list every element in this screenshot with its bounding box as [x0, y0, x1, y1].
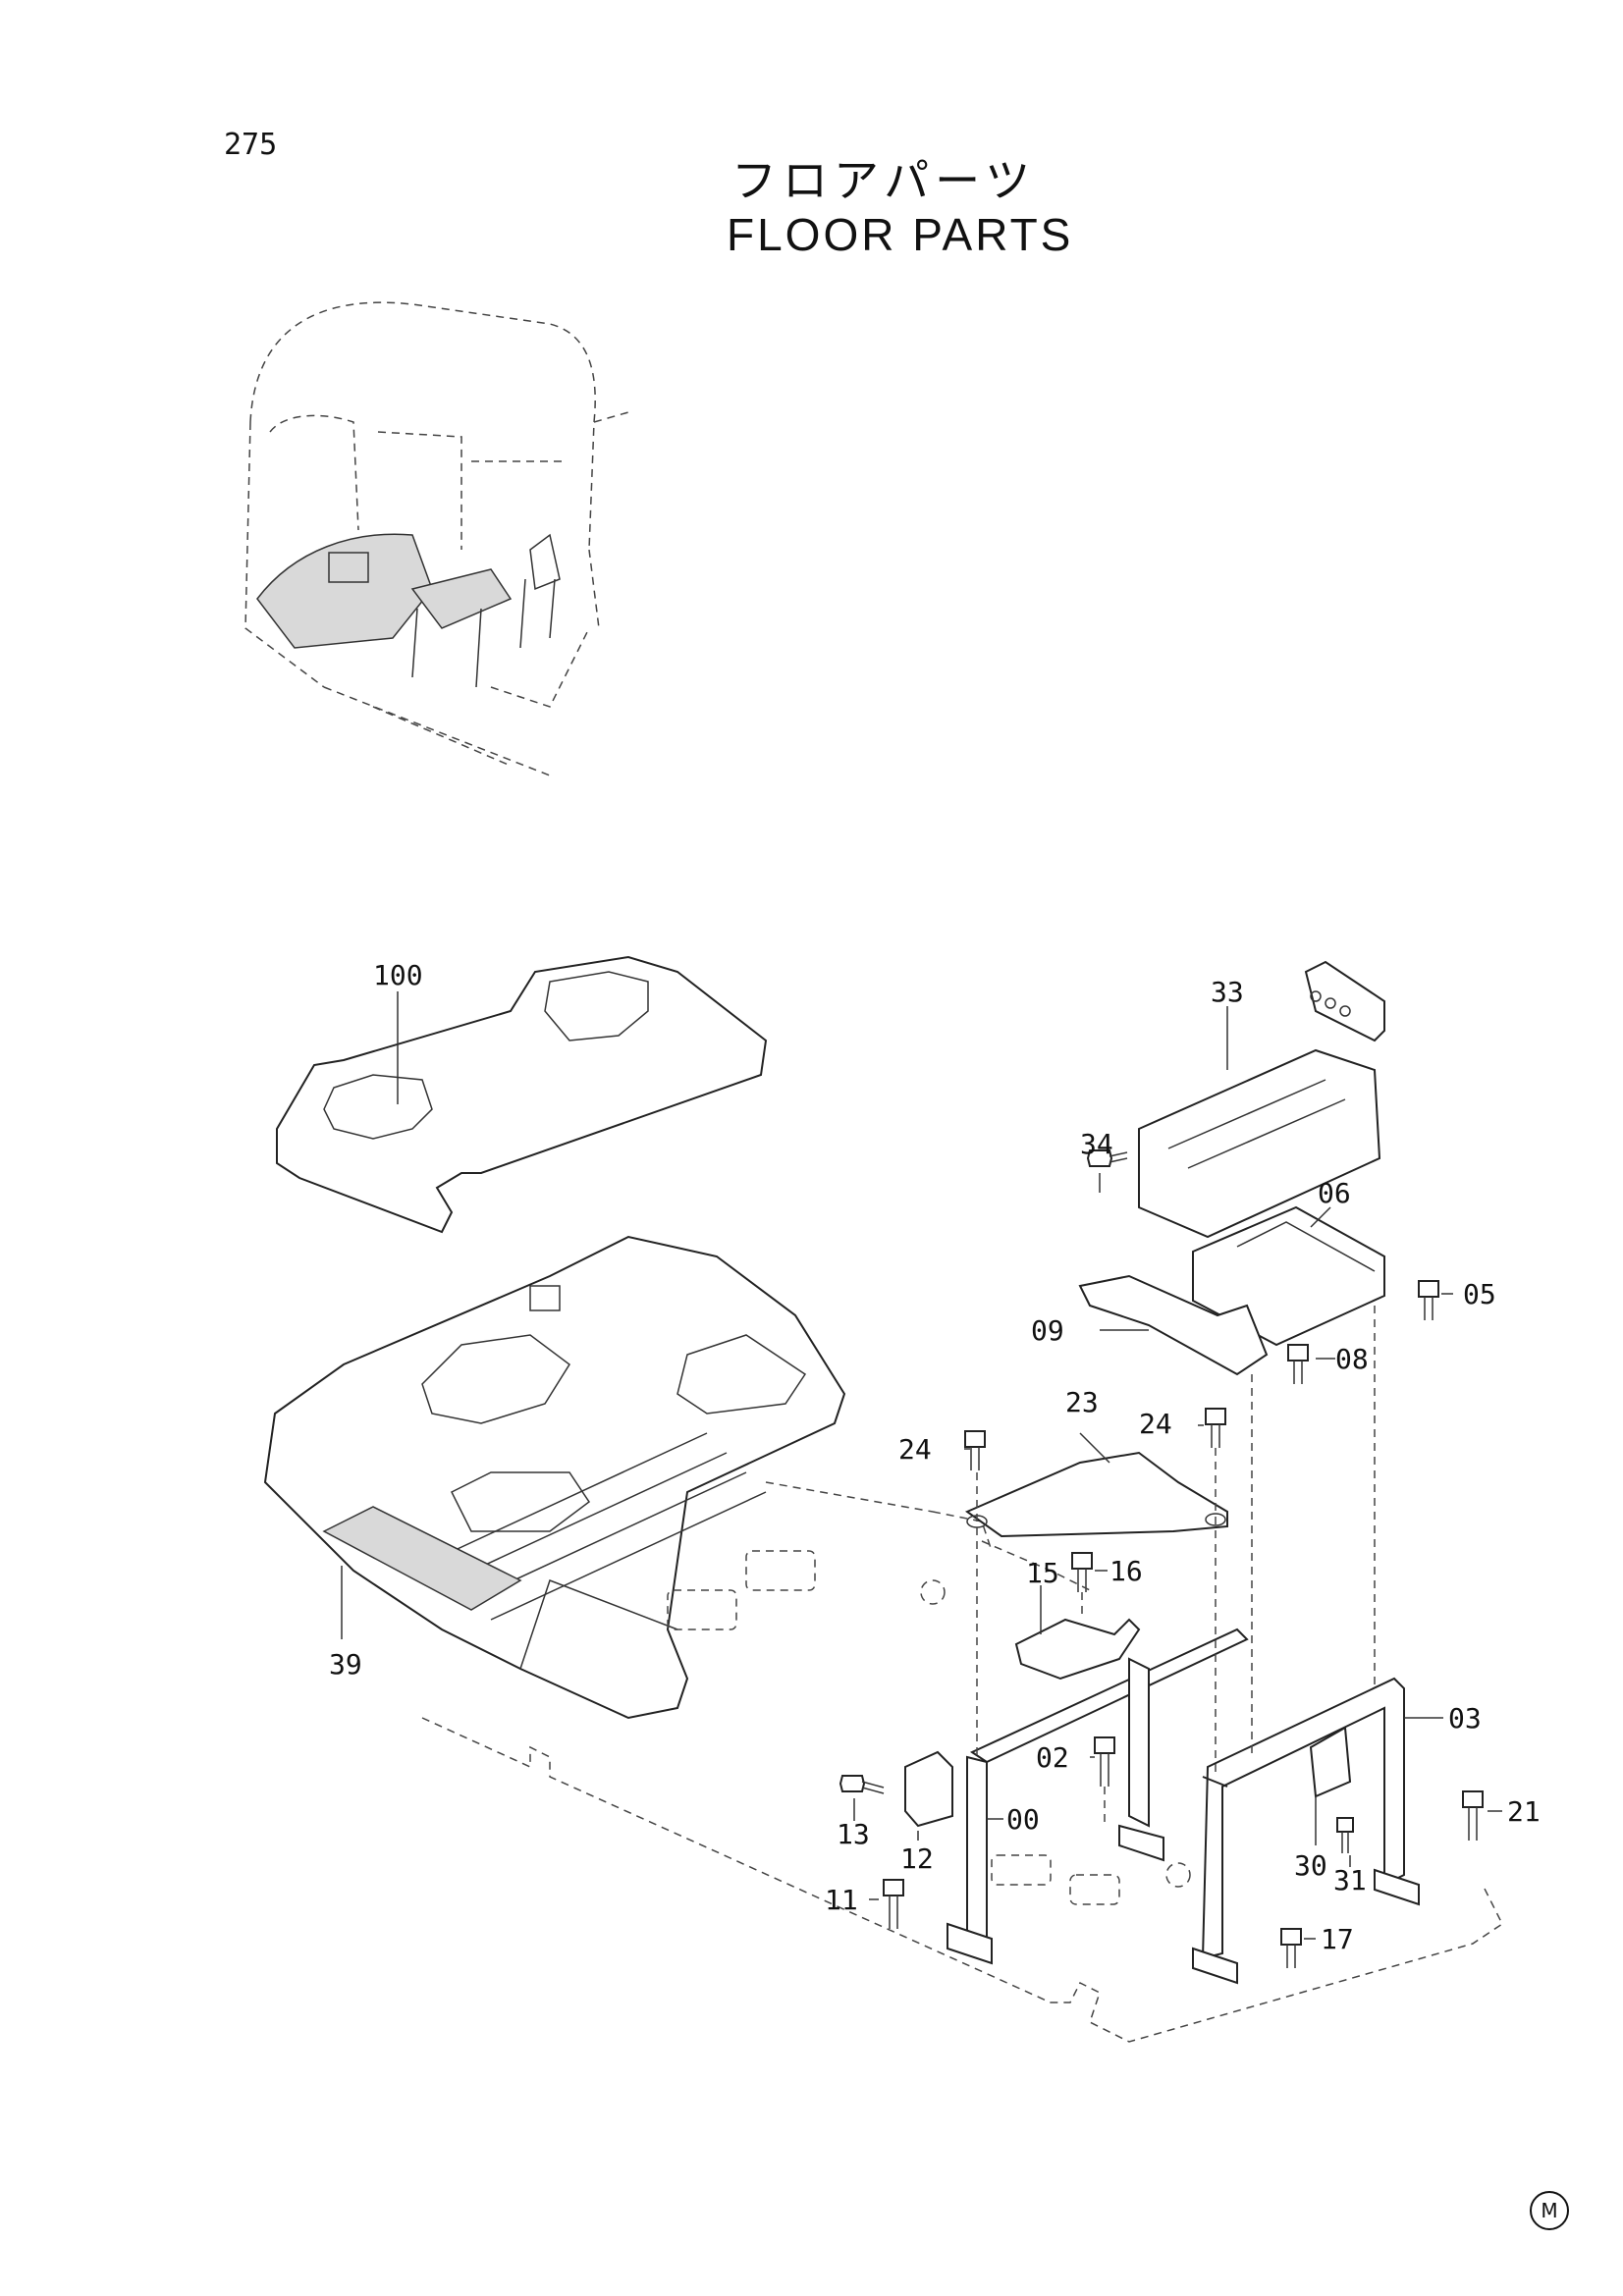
bolt-icons [839, 1149, 1484, 1968]
plate-part-12 [904, 1750, 953, 1828]
callout-21: 21 [1507, 1795, 1541, 1828]
callout-34: 34 [1080, 1128, 1113, 1160]
callout-24: 24 [1139, 1408, 1172, 1440]
callout-05: 05 [1463, 1278, 1496, 1310]
callout-24: 24 [898, 1433, 932, 1466]
bolt-icon [1287, 1344, 1309, 1384]
bolt-icon [1336, 1817, 1354, 1853]
callout-39: 39 [329, 1648, 362, 1681]
bolt-icon [1280, 1928, 1302, 1968]
callout-23: 23 [1065, 1386, 1099, 1418]
page-title-english: FLOOR PARTS [727, 209, 1074, 260]
floor-mat-part-100 [276, 955, 768, 1234]
bolt-icon [1086, 1149, 1128, 1167]
callout-08: 08 [1335, 1343, 1369, 1375]
callout-30: 30 [1294, 1849, 1327, 1882]
bolt-icon [1094, 1736, 1115, 1787]
callout-leaders [341, 991, 1502, 1940]
callout-33: 33 [1211, 976, 1244, 1008]
callout-labels: 100 33 34 06 05 09 08 23 24 24 16 15 03 … [329, 959, 1541, 1955]
base-floor-plate [421, 1481, 1503, 2043]
bolt-icon [964, 1430, 986, 1470]
callout-11: 11 [825, 1884, 858, 1916]
bolt-icon [1418, 1280, 1439, 1320]
bracket-part-23 [964, 1451, 1228, 1538]
assembly-guide-lines [976, 1306, 1376, 1826]
bracket-part-33 [1138, 960, 1385, 1239]
callout-03: 03 [1448, 1702, 1482, 1735]
bolt-icon [883, 1879, 904, 1929]
stand-frame-part-00 [947, 1628, 1249, 1965]
callout-12: 12 [900, 1842, 934, 1875]
callout-13: 13 [837, 1818, 870, 1850]
callout-06: 06 [1318, 1177, 1351, 1209]
floor-plate-part-39 [263, 1235, 846, 1720]
bolt-icon [839, 1775, 885, 1794]
callout-31: 31 [1333, 1864, 1367, 1896]
bracket-part-09 [1078, 1274, 1269, 1376]
callout-00: 00 [1006, 1803, 1040, 1836]
bracket-part-15 [1014, 1618, 1141, 1681]
callout-02: 02 [1036, 1741, 1069, 1774]
callout-100: 100 [373, 959, 423, 991]
callout-16: 16 [1109, 1555, 1143, 1587]
page-title-japanese: フロアパーツ [731, 154, 1037, 207]
cab-overview-illustration [244, 301, 629, 776]
manufacturer-mark: M [1530, 2191, 1569, 2230]
bolt-icon [1462, 1790, 1484, 1841]
callout-17: 17 [1321, 1923, 1354, 1955]
page-number: 275 [224, 128, 278, 162]
stand-frame-part-03 [1192, 1677, 1420, 1985]
callout-15: 15 [1026, 1557, 1059, 1589]
callout-09: 09 [1031, 1314, 1064, 1347]
bolt-icon [1205, 1408, 1226, 1448]
bolt-icon [1071, 1552, 1093, 1592]
